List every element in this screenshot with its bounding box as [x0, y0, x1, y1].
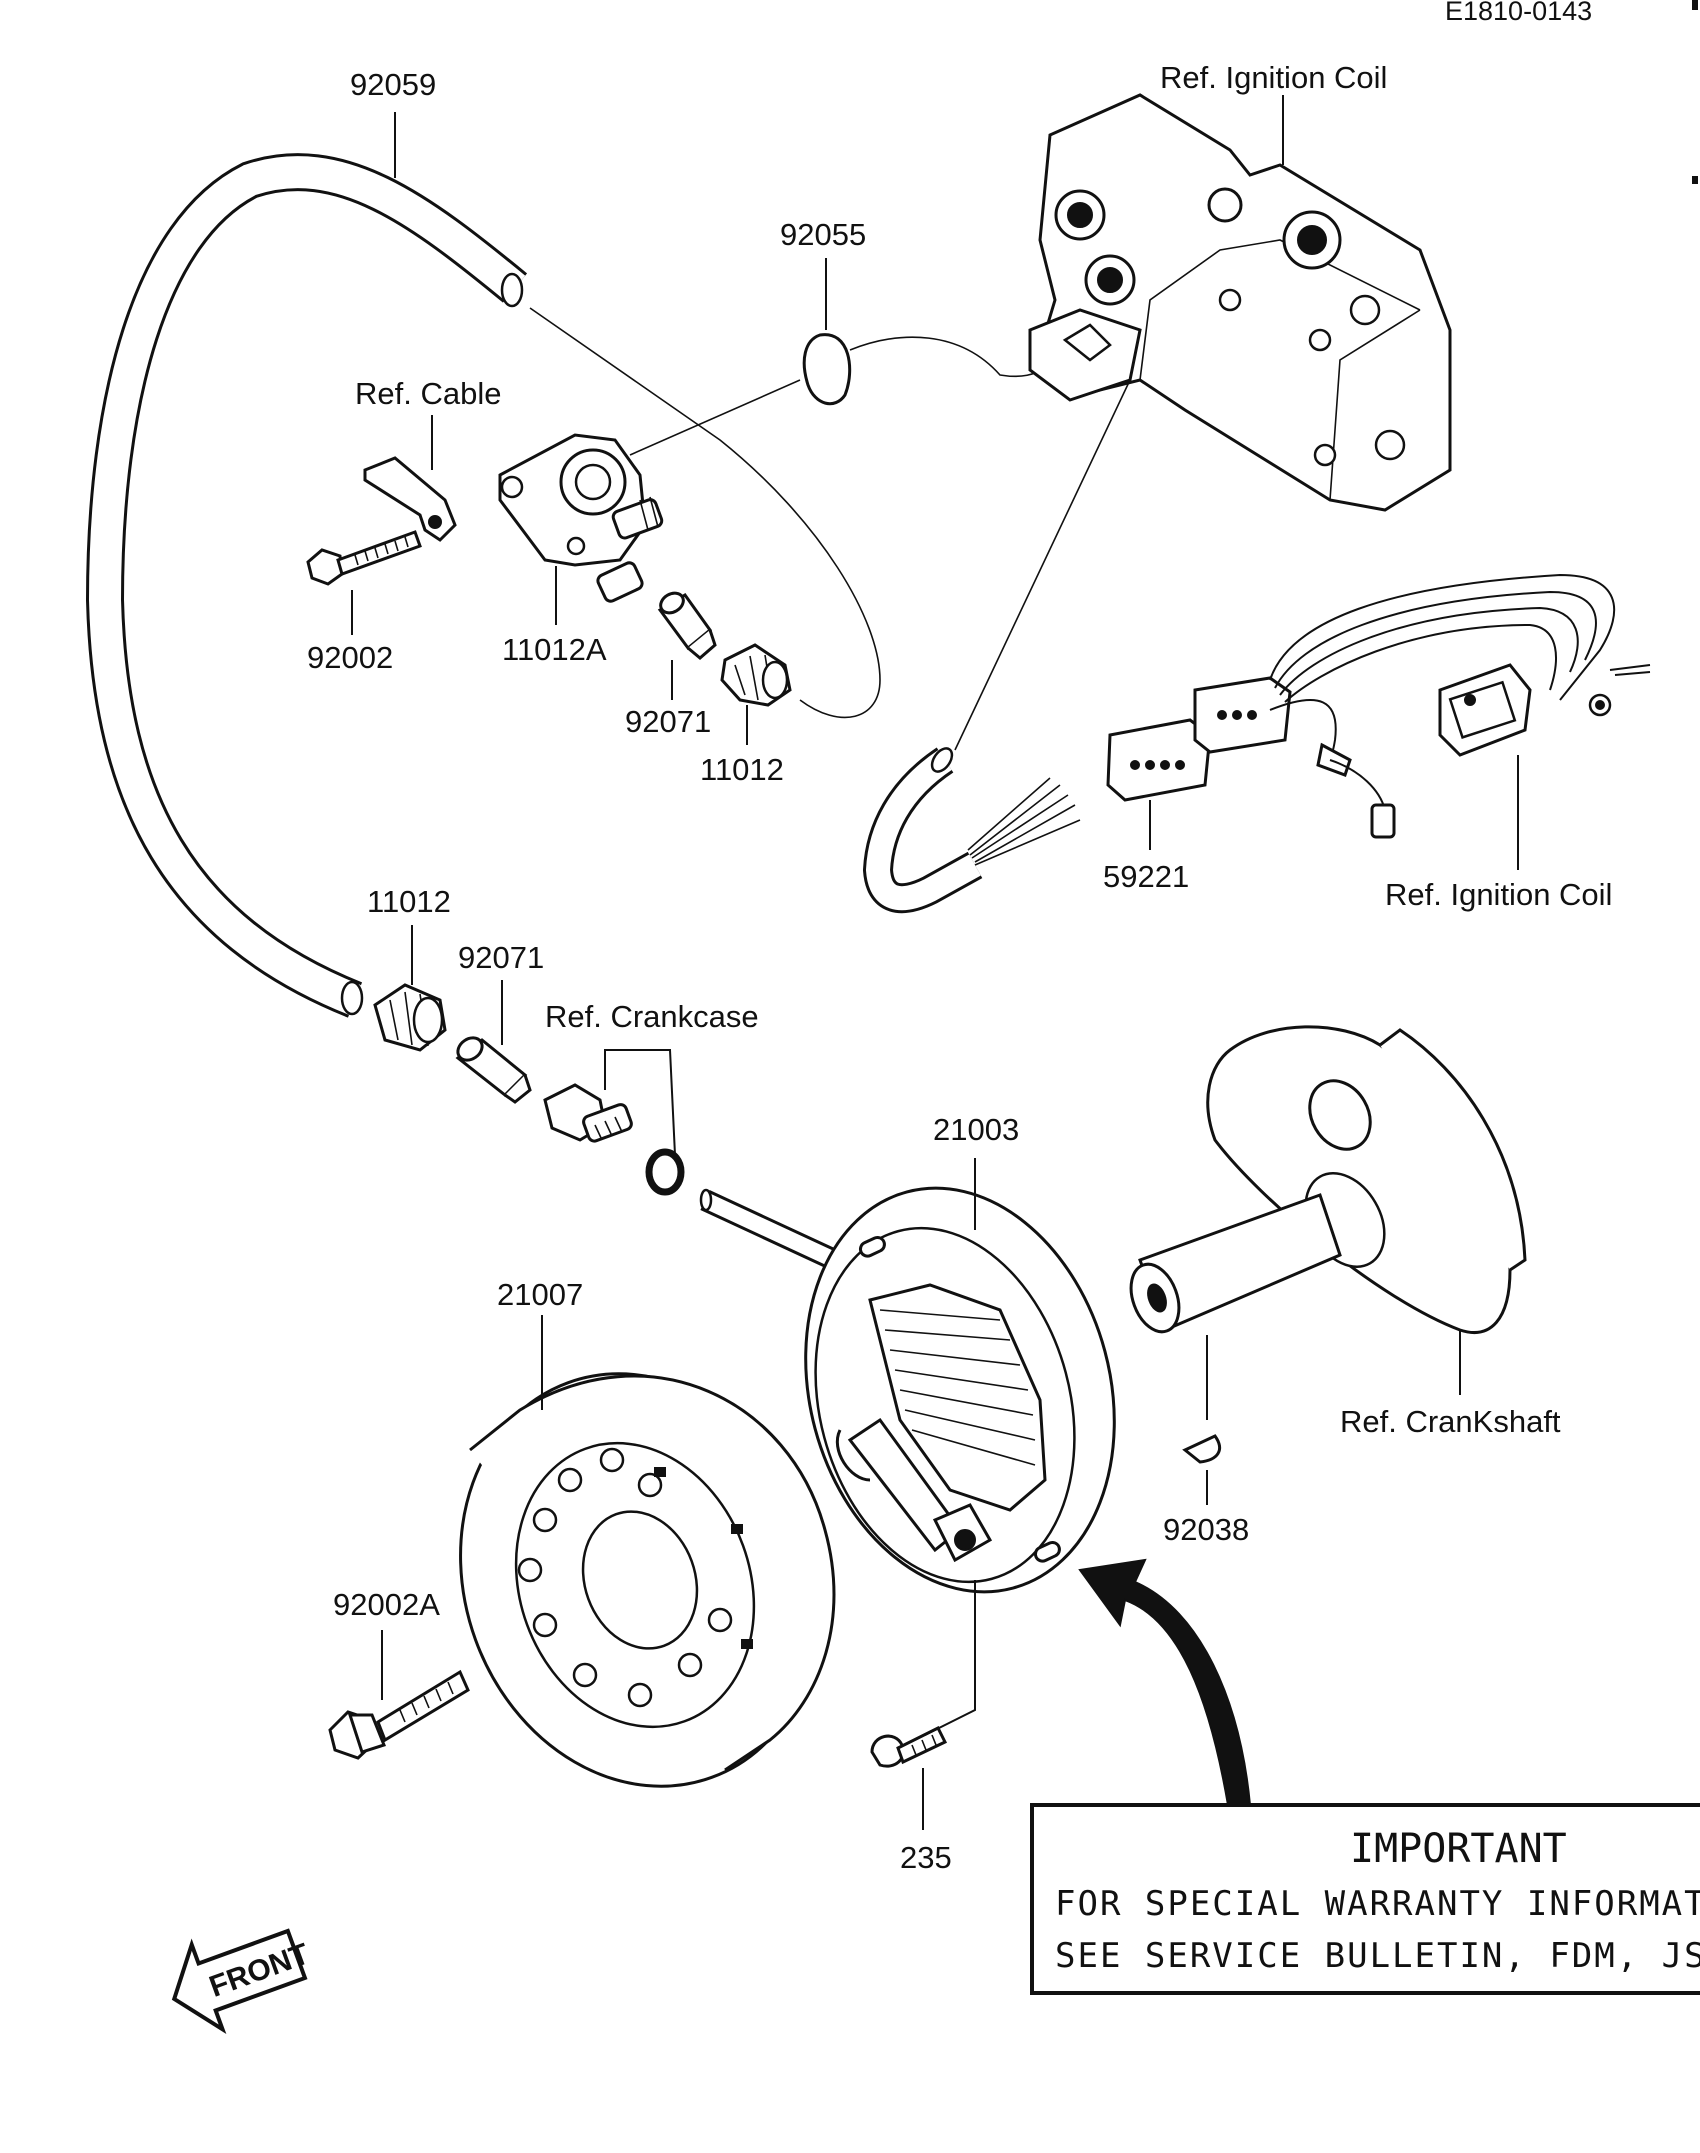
gasket-92055 [802, 333, 852, 406]
stator-21003 [699, 1186, 1116, 1594]
routing-line-gasket [629, 379, 801, 456]
label-ref-crankshaft: Ref. CranKshaft [1340, 1404, 1561, 1439]
leader-235-top [924, 1580, 976, 1736]
screw-235 [870, 1725, 948, 1768]
important-line-2: SEE SERVICE BULLETIN, FDM, JS [1055, 1936, 1700, 1976]
routing-line-lead [954, 379, 1131, 751]
edge-mark-mid [1692, 176, 1698, 184]
routing-line-hose [529, 307, 881, 719]
rotor-21007 [459, 1372, 836, 1788]
nut-11012-top [720, 643, 792, 707]
crankshaft [1129, 1025, 1527, 1334]
label-ref-crankcase: Ref. Crankcase [545, 999, 759, 1034]
label-92002A: 92002A [333, 1587, 440, 1622]
pointer-arrow [1078, 1558, 1252, 1806]
label-92038: 92038 [1163, 1512, 1249, 1547]
cable-bracket [363, 456, 457, 542]
wiring-harness [862, 573, 1651, 914]
label-92071-mid: 92071 [458, 940, 544, 975]
important-line-1: FOR SPECIAL WARRANTY INFORMAT [1055, 1884, 1700, 1924]
label-ref-ignition-coil-top: Ref. Ignition Coil [1160, 60, 1387, 95]
label-21007: 21007 [497, 1277, 583, 1312]
label-21003: 21003 [933, 1112, 1019, 1147]
label-59221: 59221 [1103, 859, 1189, 894]
o-ring [645, 1148, 685, 1196]
routing-line-coil [849, 336, 1056, 378]
ignition-coil-housing [1028, 93, 1452, 512]
edge-mark-top [1692, 0, 1698, 10]
label-92059: 92059 [350, 67, 436, 102]
leader-ref-crankcase [604, 1049, 676, 1156]
check-valve-92071-top [657, 591, 717, 660]
bolt-92002A [328, 1669, 470, 1760]
important-notice: IMPORTANT FOR SPECIAL WARRANTY INFORMAT … [1030, 1803, 1700, 1995]
label-ref-ignition-coil-bottom: Ref. Ignition Coil [1385, 877, 1612, 912]
nut-11012-mid [373, 983, 447, 1052]
front-arrow: FRONT [171, 1928, 314, 2035]
key-92038 [1182, 1434, 1221, 1464]
diagram-code: E1810-0143 [1445, 0, 1592, 26]
label-92002: 92002 [307, 640, 393, 675]
check-valve-92071-mid [455, 1036, 532, 1104]
label-235: 235 [900, 1840, 952, 1875]
hose-92059 [85, 153, 528, 1018]
label-92071-top: 92071 [625, 704, 711, 739]
label-11012-mid: 11012 [367, 884, 451, 919]
label-ref-cable: Ref. Cable [355, 376, 501, 411]
oil-pump-housing-11012A [498, 433, 664, 603]
bolt-92002 [306, 530, 422, 586]
crankcase-fitting [543, 1083, 633, 1143]
label-11012A: 11012A [502, 632, 607, 667]
important-title: IMPORTANT [1350, 1826, 1567, 1872]
label-92055: 92055 [780, 217, 866, 252]
label-11012-top: 11012 [700, 752, 784, 787]
